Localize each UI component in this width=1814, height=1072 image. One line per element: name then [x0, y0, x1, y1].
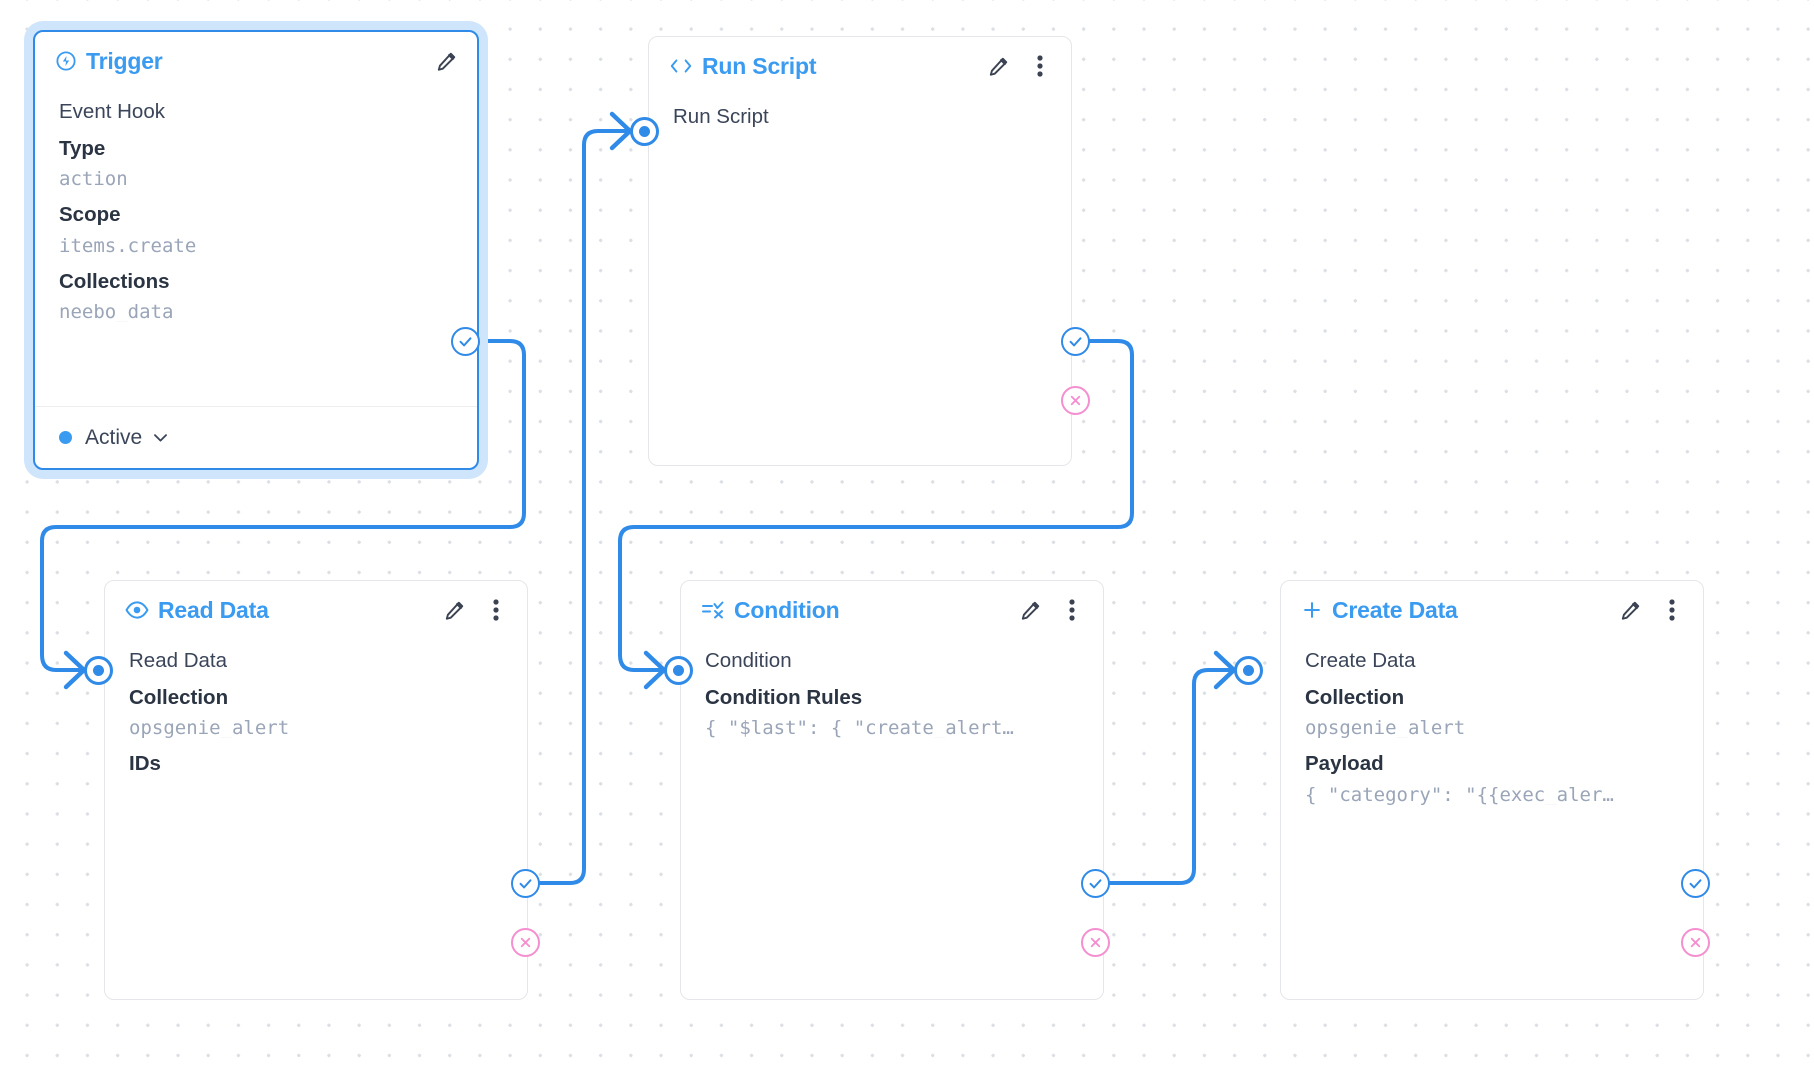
- code-brackets-icon: [669, 56, 693, 76]
- field-value-collections: neebo_data: [59, 303, 174, 322]
- pencil-icon[interactable]: [433, 48, 459, 74]
- node-read-data-body: Read Data Collection opsgenie_alert IDs: [105, 639, 527, 999]
- node-read-data-port-reject[interactable]: [511, 928, 540, 957]
- vertical-dots-icon[interactable]: [1659, 597, 1685, 623]
- node-trigger-port-success[interactable]: [451, 327, 480, 356]
- status-dot-icon: [59, 431, 72, 444]
- condition-icon: [701, 600, 725, 620]
- node-create-data-title: Create Data: [1301, 597, 1458, 624]
- node-create-data-row-name: Create Data: [1305, 649, 1416, 672]
- field-value-condition-rules: { "$last": { "create_alert…: [705, 719, 1014, 738]
- vertical-dots-icon[interactable]: [1059, 597, 1085, 623]
- field-value-scope: items.create: [59, 236, 197, 256]
- node-read-data-row-name: Read Data: [129, 649, 228, 672]
- pencil-icon[interactable]: [1017, 597, 1043, 623]
- vertical-dots-icon[interactable]: [1027, 53, 1053, 79]
- node-run-script-header: Run Script: [649, 37, 1071, 95]
- node-read-data-port-success[interactable]: [511, 869, 540, 898]
- field-value-type: action: [59, 170, 128, 189]
- node-run-script-port-reject[interactable]: [1061, 386, 1090, 415]
- node-trigger-body: Event Hook Type action Scope items.creat…: [35, 90, 477, 468]
- field-label-ids: IDs: [129, 752, 161, 775]
- node-condition-title-text: Condition: [734, 596, 840, 623]
- node-condition-row-name: Condition: [705, 649, 792, 672]
- field-value-collection: opsgenie_alert: [1305, 719, 1466, 738]
- node-create-data-port-input[interactable]: [1234, 656, 1263, 685]
- node-condition-port-success[interactable]: [1081, 869, 1110, 898]
- pencil-icon[interactable]: [985, 53, 1011, 79]
- node-create-data[interactable]: Create Data Create Data Collection: [1280, 580, 1704, 1000]
- node-create-data-body: Create Data Collection opsgenie_alert Pa…: [1281, 639, 1703, 999]
- status-label: Active: [85, 425, 143, 449]
- node-run-script-port-success[interactable]: [1061, 327, 1090, 356]
- node-create-data-port-success[interactable]: [1681, 869, 1710, 898]
- plus-icon: [1301, 599, 1323, 621]
- field-value-collection: opsgenie_alert: [129, 719, 290, 738]
- node-run-script-title-text: Run Script: [702, 52, 817, 79]
- node-trigger-title-text: Trigger: [86, 47, 163, 74]
- node-run-script-row-name: Run Script: [673, 105, 769, 128]
- field-label-collections: Collections: [59, 269, 170, 293]
- field-label-scope: Scope: [59, 203, 121, 226]
- bolt-circle-icon: [55, 50, 77, 72]
- field-label-payload: Payload: [1305, 752, 1384, 775]
- node-condition-port-reject[interactable]: [1081, 928, 1110, 957]
- node-trigger-row-name: Event Hook: [59, 100, 165, 123]
- node-condition-title: Condition: [701, 597, 840, 624]
- node-run-script-title: Run Script: [669, 53, 816, 80]
- node-condition-header: Condition: [681, 581, 1103, 639]
- node-trigger-title: Trigger: [55, 48, 163, 75]
- node-trigger[interactable]: Trigger Event Hook Type action Scope ite…: [33, 30, 479, 470]
- node-create-data-port-reject[interactable]: [1681, 928, 1710, 957]
- node-create-data-title-text: Create Data: [1332, 596, 1458, 623]
- node-read-data-port-input[interactable]: [84, 656, 113, 685]
- field-value-payload: { "category": "{{exec_aler…: [1305, 785, 1614, 805]
- node-condition-body: Condition Condition Rules { "$last": { "…: [681, 639, 1103, 999]
- node-read-data-title-text: Read Data: [158, 596, 269, 623]
- node-run-script[interactable]: Run Script Run Script: [648, 36, 1072, 466]
- field-label-condition-rules: Condition Rules: [705, 685, 863, 709]
- node-run-script-port-input[interactable]: [630, 117, 659, 146]
- chevron-down-icon[interactable]: [151, 428, 170, 447]
- eye-icon: [125, 600, 149, 620]
- node-run-script-body: Run Script: [649, 95, 1071, 465]
- node-trigger-footer[interactable]: Active: [35, 406, 477, 468]
- field-label-collection: Collection: [129, 685, 229, 709]
- node-trigger-header: Trigger: [35, 32, 477, 90]
- field-label-collection: Collection: [1305, 685, 1405, 709]
- node-condition-port-input[interactable]: [664, 656, 693, 685]
- pencil-icon[interactable]: [1617, 597, 1643, 623]
- vertical-dots-icon[interactable]: [483, 597, 509, 623]
- node-create-data-header: Create Data: [1281, 581, 1703, 639]
- field-label-type: Type: [59, 136, 106, 160]
- node-read-data[interactable]: Read Data Read Data Collection o: [104, 580, 528, 1000]
- node-read-data-title: Read Data: [125, 597, 269, 624]
- node-condition[interactable]: Condition Condition Condition Rules: [680, 580, 1104, 1000]
- pencil-icon[interactable]: [441, 597, 467, 623]
- node-read-data-header: Read Data: [105, 581, 527, 639]
